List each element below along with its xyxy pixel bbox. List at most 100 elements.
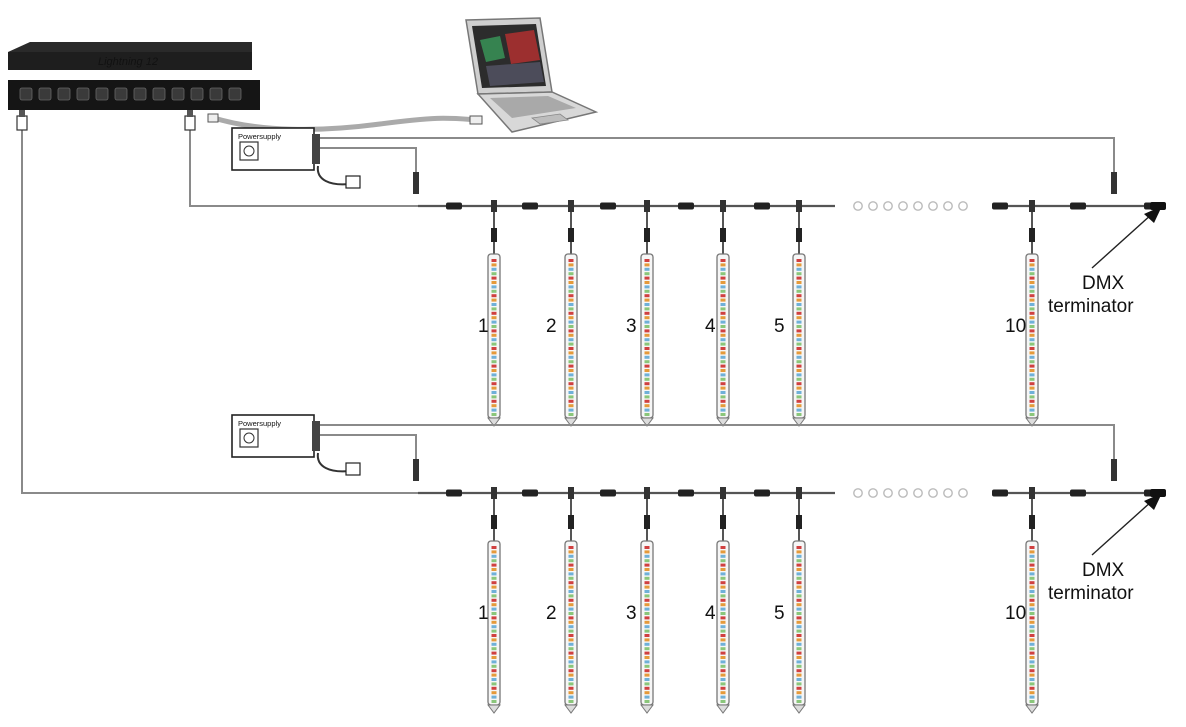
led-tube: 2 [546,487,578,714]
led-pixel [796,563,802,567]
led-pixel [1029,656,1035,659]
led-pixel [720,364,726,368]
led-pixel [644,559,650,563]
led-pixel [1029,386,1035,390]
led-pixel [644,338,650,342]
led-pixel [568,355,574,359]
continuation-dot [943,201,953,211]
led-pixel [568,263,574,267]
led-tube: 2 [546,200,578,427]
led-pixel [720,355,726,359]
terminator-label-line2: terminator [1048,296,1134,317]
led-pixel [568,351,574,355]
led-pixel [720,298,726,302]
laptop [465,17,599,133]
led-pixel [491,281,497,284]
led-pixel [491,642,497,646]
power-connector [413,459,419,481]
continuation-dot [928,201,938,211]
led-pixel [796,276,802,280]
led-pixel [644,342,650,346]
led-pixel [1029,320,1035,324]
led-pixel [644,695,650,699]
led-pixel [720,316,726,320]
led-pixel [568,612,574,615]
led-pixel [568,382,574,386]
led-pixel [568,625,574,629]
led-pixel [568,285,574,289]
bus-connector [1070,489,1086,497]
led-pixel [491,347,497,350]
led-pixel [796,642,802,646]
led-pixel [720,377,726,381]
led-pixel [644,413,650,416]
led-pixel [1029,294,1035,298]
led-pixel [1029,263,1035,267]
led-pixel [644,598,650,602]
led-pixel [568,642,574,646]
led-pixel [568,616,574,620]
terminator-pointer-line [1091,213,1153,269]
tube-number-label: 1 [478,316,489,337]
led-pixel [1029,369,1035,372]
led-pixel [491,333,497,337]
led-pixel [568,276,574,280]
led-pixel [491,554,497,558]
led-pixel [796,307,802,311]
led-pixel [491,686,497,690]
led-pixel [796,404,802,408]
led-pixel [568,395,574,399]
tube-number-label: 5 [774,603,785,624]
led-pixel [644,329,650,333]
led-pixel [720,550,726,554]
led-pixel [491,303,497,306]
led-pixel [644,576,650,580]
led-pixel [796,594,802,598]
led-pixel [491,263,497,267]
led-pixel [720,320,726,324]
power-supply: Powersupply [231,414,361,476]
led-pixel [796,355,802,359]
bus-connector [600,202,616,210]
led-pixel [491,616,497,620]
led-pixel [491,634,497,637]
led-pixel [720,333,726,337]
led-pixel [568,607,574,611]
continuation-dot [868,201,878,211]
led-pixel [568,695,574,699]
led-pixel [796,550,802,554]
led-pixel [491,546,497,549]
led-pixel [644,616,650,620]
dmx-cable-top [189,128,418,207]
led-pixel [644,399,650,403]
led-pixel [568,559,574,563]
led-pixel [644,625,650,629]
led-pixel [1029,572,1035,576]
led-pixel [491,351,497,355]
led-pixel [720,642,726,646]
led-pixel [796,554,802,558]
tube-number-label: 10 [1005,603,1026,624]
led-pixel [644,298,650,302]
controller-port [57,87,71,101]
led-pixel [796,351,802,355]
led-pixel [491,382,497,386]
led-pixel [491,678,497,681]
tube-number-label: 1 [478,603,489,624]
led-pixel [796,603,802,607]
tube-number-label: 3 [626,316,637,337]
led-pixel [720,408,726,412]
led-pixel [491,629,497,633]
led-pixel [568,342,574,346]
led-pixel [491,638,497,642]
led-pixel [568,272,574,276]
led-pixel [720,568,726,571]
led-pixel [796,316,802,320]
led-pixel [1029,554,1035,558]
led-pixel [491,700,497,703]
led-tube: 10 [1005,200,1039,427]
continuation-dot [958,488,968,498]
tube-number-label: 4 [705,603,716,624]
